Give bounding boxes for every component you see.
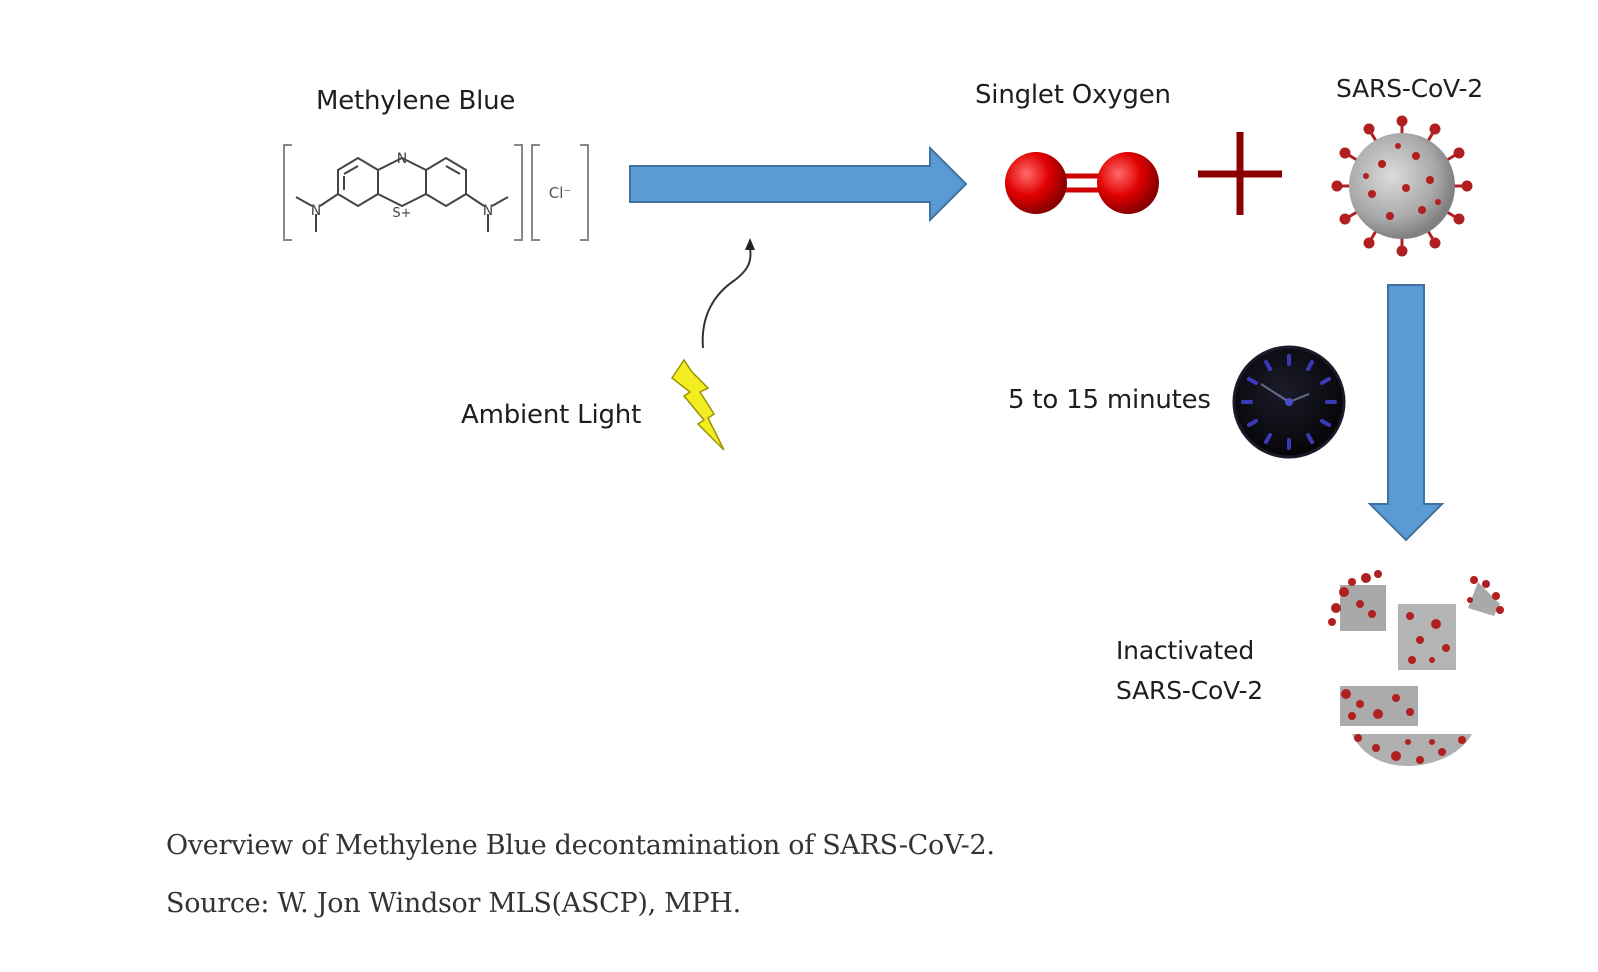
light-curve-arrowhead bbox=[745, 238, 755, 250]
counter-ion-label: Cl⁻ bbox=[549, 184, 572, 202]
clock-icon bbox=[1232, 345, 1346, 459]
singlet-oxygen-label: Singlet Oxygen bbox=[975, 80, 1171, 110]
reaction-arrow-right bbox=[629, 145, 968, 223]
methylene-blue-label: Methylene Blue bbox=[316, 86, 516, 116]
inactivated-label-line2: SARS-CoV-2 bbox=[1116, 676, 1264, 705]
atom-s-center: S+ bbox=[392, 206, 411, 221]
singlet-oxygen-molecule-icon bbox=[1005, 152, 1159, 214]
atom-n-right: N bbox=[483, 203, 493, 219]
atom-n-left: N bbox=[311, 203, 321, 219]
figure-source: Source: W. Jon Windsor MLS(ASCP), MPH. bbox=[166, 888, 741, 919]
virus-icon bbox=[1331, 115, 1473, 257]
reaction-arrow-down bbox=[1367, 284, 1445, 542]
lightning-bolt-icon bbox=[670, 358, 725, 451]
plus-icon bbox=[1198, 132, 1282, 215]
ambient-light-label: Ambient Light bbox=[461, 400, 642, 430]
duration-label: 5 to 15 minutes bbox=[1008, 385, 1211, 415]
light-curve-arrow bbox=[701, 247, 752, 349]
figure-caption: Overview of Methylene Blue decontaminati… bbox=[166, 830, 995, 861]
methylene-blue-diagram: Methylene Blue Singlet Oxygen SARS-CoV-2… bbox=[283, 74, 1504, 766]
inactivated-virus-icon bbox=[1328, 570, 1504, 766]
sars-cov-2-label: SARS-CoV-2 bbox=[1336, 74, 1484, 103]
methylene-blue-structure bbox=[283, 144, 589, 241]
atom-n-top: N bbox=[397, 151, 407, 167]
diagram-graphics: N S+ N N Cl⁻ bbox=[283, 115, 1504, 766]
inactivated-label-line1: Inactivated bbox=[1116, 636, 1254, 665]
